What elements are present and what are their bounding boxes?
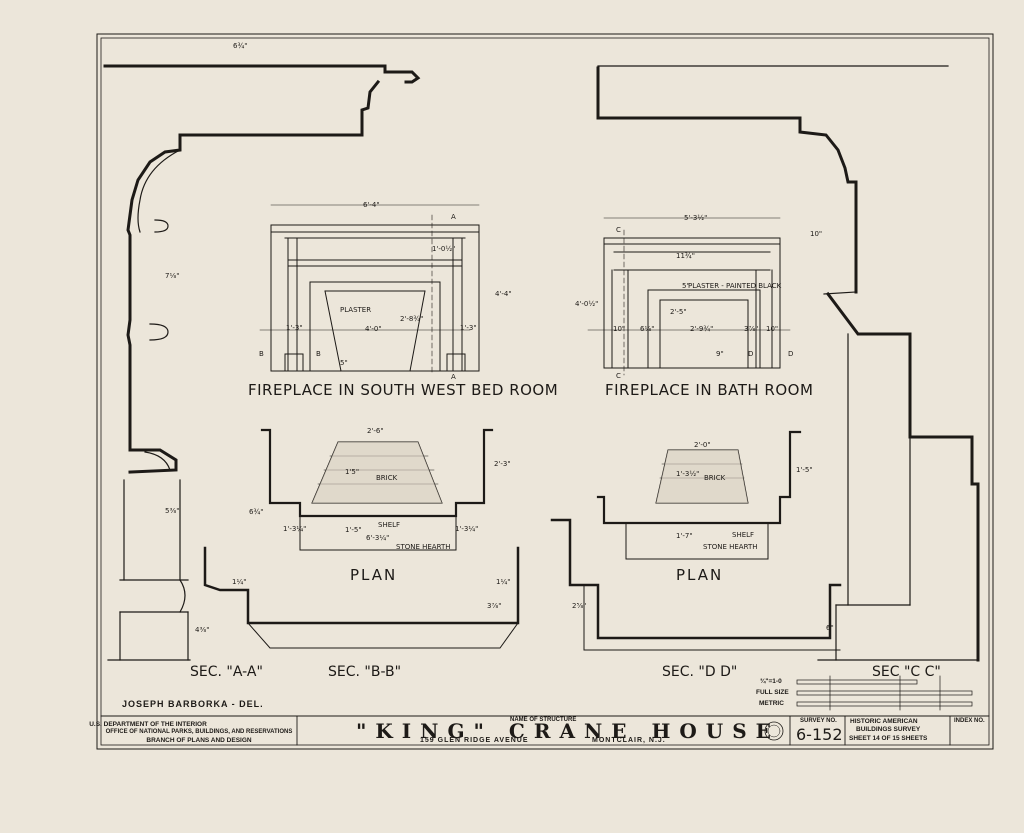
marker-sw-a-top: A <box>451 213 456 221</box>
dim-plan-left-width: 2'-6" <box>367 427 384 435</box>
dim-plan-right-h: 1'-7" <box>676 532 693 540</box>
section-bb-label: SEC. "B-B" <box>328 664 402 680</box>
section-cc-profile-thin <box>597 65 979 661</box>
dim-plan-left-left: 1'-3¼" <box>283 525 307 533</box>
dim-bath-opening-h: 2'-5" <box>670 308 687 316</box>
dim-aa-3: 4⅜" <box>195 626 210 634</box>
dim-bath-opening-w: 2'-9¾" <box>690 325 714 333</box>
dim-sw-height: 4'-4" <box>495 290 512 298</box>
section-aa-label: SEC. "A-A" <box>190 664 263 680</box>
sheet-border <box>96 33 994 750</box>
dim-bath-top: 5" <box>682 282 690 290</box>
marker-bath-d-left: D <box>748 350 754 358</box>
dim-cc-1: 10" <box>810 230 823 238</box>
plan-left-shelf: SHELF <box>378 521 401 529</box>
dim-plan-right-inner: 1'-3½" <box>676 470 700 478</box>
marker-sw-b-right: B <box>316 350 321 358</box>
dim-bath-inner-r: 3⅞" <box>744 325 759 333</box>
dim-sw-base: 5" <box>340 359 348 367</box>
dim-bath-side-l: 10" <box>613 325 626 333</box>
dim-plan-right-depth: 1'-5" <box>796 466 813 474</box>
dim-plan-left-right: 1'-3¼" <box>455 525 479 533</box>
dim-dd-1: 2⅝" <box>572 602 587 610</box>
sheet-inner-border <box>100 37 990 746</box>
dim-top-width: 6¾" <box>233 42 248 50</box>
delineator-credit: JOSEPH BARBORKA - DEL. <box>122 699 264 709</box>
section-aa-profile-thin <box>107 149 191 661</box>
sw-plaster-label: PLASTER <box>340 306 372 314</box>
dim-bath-inner-l: 6⅛" <box>640 325 655 333</box>
dim-bath-width: 5'-3½" <box>684 214 708 222</box>
structure-city: MONTCLAIR, N.J. <box>592 737 666 744</box>
structure-name-label: NAME OF STRUCTURE <box>510 717 577 723</box>
plan-right-hearth: STONE HEARTH <box>703 543 758 551</box>
marker-bath-c-top: C <box>616 226 621 234</box>
dim-cc-2: 6" <box>826 624 834 632</box>
agency-line-3: BRANCH OF PLANS AND DESIGN <box>146 737 252 744</box>
structure-address: 159 GLEN RIDGE AVENUE <box>420 737 529 744</box>
habs-line-1: HISTORIC AMERICAN <box>850 718 918 725</box>
section-bb-lines <box>203 546 520 649</box>
plan-right-label: PLAN <box>676 566 724 584</box>
dim-plan-right-width: 2'-0" <box>694 441 711 449</box>
scale-label-1: ¾"=1-0 <box>760 678 782 685</box>
dim-dd-2: 1¼" <box>496 578 511 586</box>
dim-sw-side-r: 1'-3" <box>460 324 477 332</box>
marker-bath-c-bot: C <box>616 372 621 380</box>
dim-plan-left-hearth-w: 6'-3¼" <box>366 534 390 542</box>
dim-aa-1: 7⅛" <box>165 272 180 280</box>
index-no-label: INDEX NO. <box>954 718 985 724</box>
survey-number: 6-152 <box>796 725 843 744</box>
dim-sw-width: 6'-4" <box>363 201 380 209</box>
agency-line-2: OFFICE OF NATIONAL PARKS, BUILDINGS, AND… <box>105 729 293 735</box>
section-dd-lines <box>550 518 842 651</box>
dim-plan-left-side: 6¾" <box>249 508 264 516</box>
dim-sw-opening-h: 2'-8¾" <box>400 315 424 323</box>
sheet-number: SHEET 14 OF 15 SHEETS <box>849 735 928 742</box>
scale-label-2: FULL SIZE <box>756 689 789 696</box>
marker-sw-a-bot: A <box>451 373 456 381</box>
dim-bb-1: 3⅞" <box>487 602 502 610</box>
dim-sw-mantel: 1'-0½" <box>432 245 456 253</box>
structure-name: "KING" CRANE HOUSE <box>356 719 780 743</box>
survey-no-label: SURVEY NO. <box>800 718 837 724</box>
dim-sw-side-l: 1'-3" <box>286 324 303 332</box>
caption-bath: FIREPLACE IN BATH ROOM <box>605 381 814 399</box>
elevation-southwest-lines <box>259 204 480 376</box>
seal-icon <box>764 721 784 741</box>
habs-line-2: BUILDINGS SURVEY <box>856 726 921 733</box>
caption-southwest: FIREPLACE IN SOUTH WEST BED ROOM <box>248 381 559 399</box>
dim-bb-2: 1¼" <box>232 578 247 586</box>
section-aa-profile <box>103 64 421 474</box>
dim-sw-opening-w: 4'-0" <box>365 325 382 333</box>
plan-right-brick: BRICK <box>704 474 726 482</box>
plan-right-shelf: SHELF <box>732 531 755 539</box>
dim-bath-side-r: 10" <box>766 325 779 333</box>
dim-plan-left-depth: 2'-3" <box>494 460 511 468</box>
dim-bath-height: 4'-0½" <box>575 300 599 308</box>
marker-bath-d-right: D <box>788 350 794 358</box>
dim-bath-mantel: 11¾" <box>676 252 695 260</box>
elevation-bath-lines <box>587 217 791 376</box>
dim-aa-2: 5⅜" <box>165 507 180 515</box>
section-dd-label: SEC. "D D" <box>662 664 738 680</box>
dim-plan-left-inner: 1'5" <box>345 468 360 476</box>
marker-sw-b-left: B <box>259 350 264 358</box>
bath-plaster-note: PLASTER - PAINTED BLACK <box>688 282 782 290</box>
plan-left-hearth: STONE HEARTH <box>396 543 451 551</box>
dim-plan-left-h: 1'-5" <box>345 526 362 534</box>
section-cc-label: SEC "C C" <box>872 664 941 680</box>
scale-bars <box>796 675 973 711</box>
scale-label-3: METRIC <box>759 700 784 707</box>
title-block-lines <box>100 715 990 746</box>
plan-left-brick: BRICK <box>376 474 398 482</box>
section-cc-profile <box>596 66 980 662</box>
plan-left-label: PLAN <box>350 566 398 584</box>
dim-bath-base: 9" <box>716 350 724 358</box>
agency-line-1: U.S. DEPARTMENT OF THE INTERIOR <box>89 721 207 728</box>
